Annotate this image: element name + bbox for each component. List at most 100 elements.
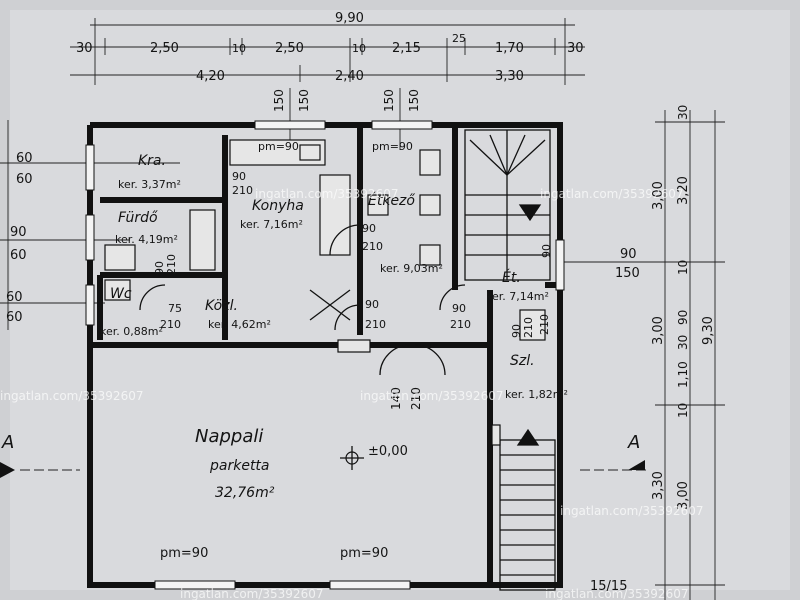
svg-text:150: 150 (407, 89, 421, 112)
door-label-7: 210 (365, 318, 386, 331)
fixtures (104, 139, 546, 446)
svg-text:150: 150 (297, 89, 311, 112)
dim-right-inner-1: 3,00 (651, 316, 666, 345)
watermark-5: ingatlan.com/35392607 (560, 504, 703, 518)
window-label-3: pm=90 (340, 546, 388, 561)
level-marker (340, 446, 364, 470)
windows (85, 120, 565, 590)
svg-text:60: 60 (16, 172, 33, 187)
door-label-11: 210 (538, 314, 551, 335)
door-label-16: 90 (510, 324, 523, 338)
section-marks (0, 460, 650, 478)
dim-row1-7: 1,70 (495, 41, 524, 56)
window-label-2: pm=90 (160, 546, 208, 561)
dim-row1-0: 30 (76, 41, 93, 56)
room-wc-name: Wc (110, 286, 132, 302)
room-et-name: Ét. (502, 269, 521, 286)
door-label-3: 210 (362, 240, 383, 253)
dim-right-mid-6: 10 (676, 403, 690, 418)
door-swings (139, 224, 466, 376)
door-label-10: 90 (540, 244, 553, 258)
level-value: ±0,00 (368, 444, 408, 459)
svg-text:150: 150 (382, 89, 396, 112)
dim-right-inner-0: 3,00 (651, 181, 666, 210)
top-window-marks: 150 150 150 150 (272, 88, 421, 150)
room-konyha-area: ker. 7,16m² (240, 218, 303, 231)
window-label-0: pm=90 (258, 140, 299, 153)
door-label-9: 210 (450, 318, 471, 331)
entrance-stairs (499, 428, 556, 591)
svg-text:60: 60 (16, 151, 33, 166)
room-kozl-area: ker. 4,62m² (208, 318, 271, 331)
dim-overall-width: 9,90 (335, 11, 364, 26)
door-label-14: 140 (389, 387, 403, 410)
door-label-6: 90 (365, 298, 379, 311)
door-label-4: 75 (168, 302, 182, 315)
room-szel-area: ker. 1,82m² (505, 388, 568, 401)
door-label-17: 210 (522, 317, 535, 338)
room-etkezo-name: Étkező (368, 192, 415, 209)
room-kamra-area: ker. 3,37m² (118, 178, 181, 191)
room-wc-area: ker. 0,88m² (100, 325, 163, 338)
room-furdo-name: Fürdő (118, 210, 158, 226)
svg-text:60: 60 (10, 248, 27, 263)
room-nappali-area: 32,76m² (215, 485, 275, 501)
top-dimensions (70, 18, 585, 85)
svg-text:150: 150 (272, 89, 286, 112)
dim-row1-4: 10 (352, 42, 366, 55)
dim-right-outer: 9,30 (701, 316, 716, 345)
section-mark-right: A (627, 432, 640, 453)
room-konyha-name: Konyha (252, 198, 304, 214)
svg-text:90: 90 (10, 225, 27, 240)
room-furdo-area: ker. 4,19m² (115, 233, 178, 246)
room-etkezo-area: ker. 9,03m² (380, 262, 443, 275)
dim-right-mid-7: 3,00 (676, 481, 691, 510)
dim-right-mid-3: 90 (676, 310, 690, 325)
room-nappali-floor: parketta (209, 458, 270, 474)
door-label-8: 90 (452, 302, 466, 315)
dim-right-mid-2: 10 (676, 260, 690, 275)
right-dimensions (560, 110, 725, 600)
watermark-1: ingatlan.com/35392607 (255, 187, 398, 201)
room-kamra-name: Kra. (138, 153, 166, 169)
dim-row1-2: 10 (232, 42, 246, 55)
watermark-3: ingatlan.com/35392607 (0, 389, 143, 403)
section-mark-left: A (1, 432, 14, 453)
dim-bottom: 15/15 (590, 579, 627, 594)
dim-right-mid-5: 1,10 (676, 361, 690, 388)
dim-right-mid-4: 30 (676, 335, 690, 350)
dim-row1-1: 2,50 (150, 41, 179, 56)
dim-row1-5: 2,15 (392, 41, 421, 56)
room-kozl-name: Közl. (205, 298, 238, 314)
door-label-15: 210 (409, 387, 423, 410)
watermark-6: ingatlan.com/35392607 (180, 587, 323, 600)
door-label-5: 210 (160, 318, 181, 331)
dim-row2-0: 4,20 (196, 69, 225, 84)
watermark-7: ingatlan.com/35392607 (545, 587, 688, 600)
room-szel-name: Szl. (510, 353, 535, 369)
dim-row1-6: 25 (452, 32, 466, 45)
dim-window-mid-1: 150 (615, 266, 640, 281)
dim-row2-2: 3,30 (495, 69, 524, 84)
watermark-4: ingatlan.com/35392607 (360, 389, 503, 403)
door-label-1: 210 (232, 184, 253, 197)
dim-right-mid-0: 30 (676, 105, 690, 120)
door-label-13: 210 (165, 254, 178, 275)
room-nappali-name: Nappali (195, 426, 263, 447)
door-label-12: 90 (153, 261, 166, 275)
dim-row1-3: 2,50 (275, 41, 304, 56)
dim-right-mid-1: 3,20 (676, 176, 691, 205)
dim-window-mid-0: 90 (620, 247, 637, 262)
window-label-1: pm=90 (372, 140, 413, 153)
svg-text:60: 60 (6, 290, 23, 305)
door-label-2: 90 (362, 222, 376, 235)
watermark-2: ingatlan.com/35392607 (540, 187, 683, 201)
dim-right-inner-2: 3,30 (651, 471, 666, 500)
door-label-0: 90 (232, 170, 246, 183)
dim-row1-8: 30 (567, 41, 584, 56)
dim-row2-1: 2,40 (335, 69, 364, 84)
svg-text:60: 60 (6, 310, 23, 325)
room-et-area: ker. 7,14m² (486, 290, 549, 303)
staircase (464, 129, 551, 281)
